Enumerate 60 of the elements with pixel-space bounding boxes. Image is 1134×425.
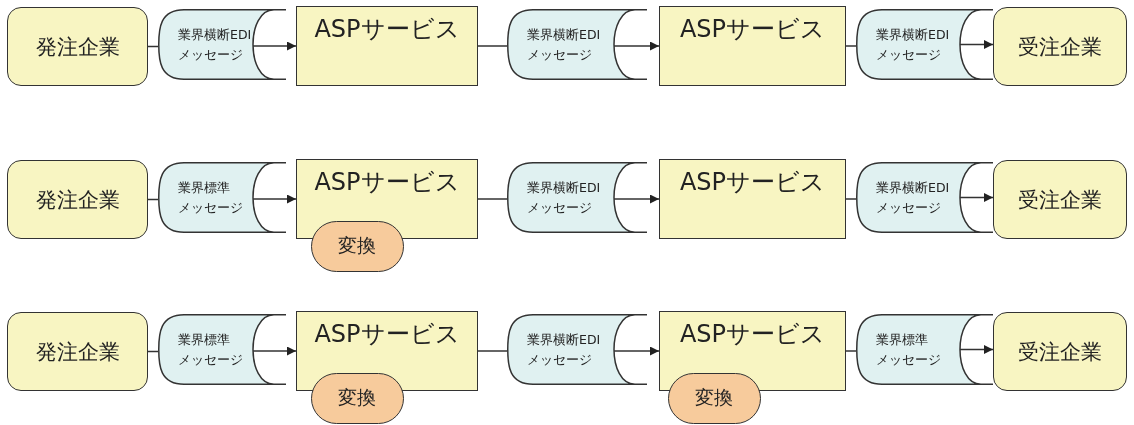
company-box xyxy=(993,312,1127,391)
message-shape xyxy=(856,9,993,80)
conversion-box xyxy=(310,220,404,272)
message-label: 業界横断EDIメッセージ xyxy=(527,179,601,217)
company-box xyxy=(7,312,148,391)
box-label: 受注企業 xyxy=(1018,338,1102,366)
message-shape xyxy=(158,9,286,80)
arrow xyxy=(613,194,660,204)
box-label: 受注企業 xyxy=(1018,33,1102,61)
message-shape xyxy=(856,314,993,385)
box-label: ASPサービス xyxy=(679,320,826,348)
arrow xyxy=(252,41,297,51)
box-label: 変換 xyxy=(338,233,376,258)
message-label: 業界横断EDIメッセージ xyxy=(527,331,601,369)
company-box xyxy=(7,7,148,86)
conversion-box xyxy=(667,372,761,424)
conversion-box xyxy=(310,372,404,424)
message-shape xyxy=(158,162,286,233)
box-label: 受注企業 xyxy=(1018,186,1102,214)
arrow xyxy=(959,40,994,49)
company-box xyxy=(993,7,1127,86)
box-label: ASPサービス xyxy=(679,168,826,196)
box-label: 変換 xyxy=(695,385,733,410)
arrow xyxy=(959,193,994,202)
box-label: 発注企業 xyxy=(35,33,120,61)
connector-line xyxy=(845,45,857,47)
message-shape xyxy=(507,9,647,80)
message-shape xyxy=(158,314,286,385)
connector-line xyxy=(477,198,508,200)
box-label: 発注企業 xyxy=(35,338,120,366)
message-shape xyxy=(507,162,647,233)
message-label: 業界横断EDIメッセージ xyxy=(876,179,950,217)
arrow xyxy=(613,346,660,356)
message-label: 業界横断EDIメッセージ xyxy=(876,26,950,64)
service-box xyxy=(296,6,478,86)
message-shape xyxy=(507,314,647,385)
message-label: 業界標準メッセージ xyxy=(178,179,243,217)
message-shape xyxy=(856,162,993,233)
message-label: 業界横断EDIメッセージ xyxy=(178,26,252,64)
company-box xyxy=(993,160,1127,239)
service-box xyxy=(659,6,846,86)
box-label: 変換 xyxy=(338,385,376,410)
arrow xyxy=(959,345,994,354)
arrow xyxy=(252,194,297,204)
arrow xyxy=(252,346,297,356)
connector-line xyxy=(845,198,857,200)
company-box xyxy=(7,160,148,239)
box-label: ASPサービス xyxy=(679,15,826,43)
box-label: 発注企業 xyxy=(35,186,120,214)
message-label: 業界標準メッセージ xyxy=(178,331,243,369)
box-label: ASPサービス xyxy=(314,320,460,348)
connector-line xyxy=(477,350,508,352)
service-box xyxy=(659,159,846,239)
box-label: ASPサービス xyxy=(314,15,460,43)
connector-line xyxy=(845,350,857,352)
box-label: ASPサービス xyxy=(314,168,460,196)
message-label: 業界標準メッセージ xyxy=(876,331,941,369)
connector-line xyxy=(477,45,508,47)
message-label: 業界横断EDIメッセージ xyxy=(527,26,601,64)
arrow xyxy=(613,41,660,51)
